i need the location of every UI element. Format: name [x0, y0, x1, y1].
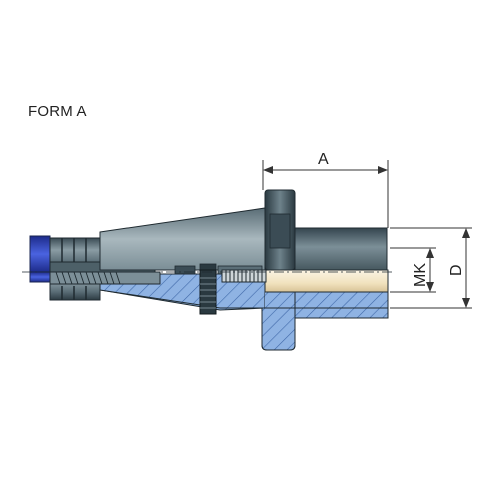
- dimension-label-a: A: [318, 151, 329, 168]
- dimension-label-d: D: [448, 264, 465, 276]
- tool-bore: [264, 269, 389, 293]
- flange-section: [261, 307, 296, 351]
- dimension-label-mk: MK: [412, 263, 429, 287]
- form-title: FORM A: [28, 103, 87, 120]
- upper-half-exterior: [29, 189, 388, 275]
- lower-half-section: [29, 269, 389, 351]
- retention-nut-blue: [29, 235, 51, 273]
- dimensions: [262, 160, 472, 309]
- body-cylinder: [294, 227, 388, 271]
- taper-cone: [99, 207, 266, 271]
- draw-bolt: [199, 269, 217, 315]
- threaded-bore: [221, 269, 267, 283]
